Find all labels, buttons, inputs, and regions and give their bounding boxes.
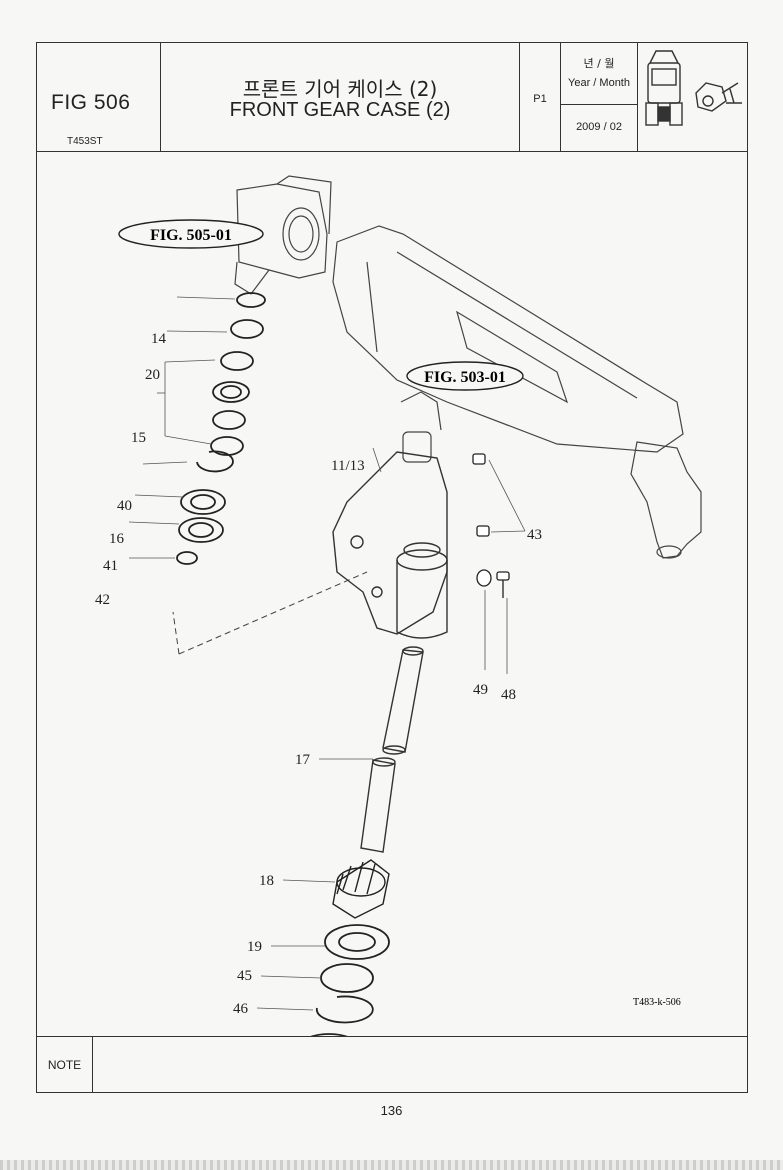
page-frame: FIG 506 T453ST 프론트 기어 케이스 (2) FRONT GEAR… <box>36 42 748 1093</box>
ring-stack-14-42 <box>176 292 266 565</box>
tractor-icon <box>645 50 742 126</box>
assembly-guide-line-short <box>172 611 180 655</box>
bolts-43-49-48 <box>472 453 510 598</box>
fig-505-ref-label: FIG. 505-01 <box>150 227 232 244</box>
year-month-cell: 년 / 월 Year / Month 2009 / 02 <box>561 43 638 151</box>
fig-503-ref-label: FIG. 503-01 <box>424 369 506 386</box>
callout-49: 49 <box>473 682 488 698</box>
shaft-17 <box>360 646 424 853</box>
callout-11-13: 11/13 <box>331 458 365 474</box>
revision-date: 2009 / 02 <box>576 121 622 133</box>
upper-housing-part <box>234 175 332 295</box>
callout-leaders <box>128 296 526 1011</box>
callout-40: 40 <box>117 498 132 514</box>
title-cell: 프론트 기어 케이스 (2) FRONT GEAR CASE (2) <box>161 43 520 151</box>
callout-19: 19 <box>247 939 262 955</box>
callout-45: 45 <box>237 968 252 984</box>
callout-18: 18 <box>259 873 274 889</box>
callout-17: 17 <box>295 752 311 768</box>
callout-14: 14 <box>151 331 167 347</box>
callout-43: 43 <box>527 527 542 543</box>
tractor-thumbnail <box>638 43 747 151</box>
fig-cell: FIG 506 T453ST <box>37 43 161 151</box>
scan-edge-strip <box>0 1160 783 1170</box>
fig-503-ref-oval <box>406 361 524 391</box>
note-row: NOTE <box>37 1036 747 1092</box>
gear-case-11-13 <box>332 451 448 639</box>
model-code: T453ST <box>67 136 103 147</box>
ring-stack-19-23 <box>308 924 390 1037</box>
note-label: NOTE <box>37 1037 93 1092</box>
callout-48: 48 <box>501 687 516 703</box>
callout-16: 16 <box>109 531 125 547</box>
callout-46: 46 <box>233 1001 249 1017</box>
page-number: 136 <box>380 1103 403 1118</box>
title-english: FRONT GEAR CASE (2) <box>229 99 451 121</box>
header-block: FIG 506 T453ST 프론트 기어 케이스 (2) FRONT GEAR… <box>37 43 747 152</box>
assembly-guide-line <box>178 571 368 655</box>
axle-housing-part <box>332 225 702 559</box>
page-code-cell: P1 <box>520 43 561 151</box>
callout-15: 15 <box>131 430 146 446</box>
callout-20: 20 <box>145 367 160 383</box>
callout-41: 41 <box>103 558 118 574</box>
title-korean: 프론트 기어 케이스 (2) <box>242 77 438 101</box>
year-month-divider <box>561 104 637 105</box>
fig-505-ref-oval <box>118 219 264 249</box>
page-code: P1 <box>533 93 547 105</box>
bevel-gear-18 <box>332 859 390 919</box>
fig-number: FIG 506 <box>51 91 131 114</box>
callout-42: 42 <box>95 592 110 608</box>
drawing-code: T483-k-506 <box>633 997 681 1008</box>
year-month-korean: 년 / 월 <box>583 57 615 70</box>
year-month-english: Year / Month <box>568 77 630 89</box>
exploded-parts-diagram: FIG. 505-01 FIG. 503-01 14 20 15 40 16 4… <box>95 175 702 1037</box>
